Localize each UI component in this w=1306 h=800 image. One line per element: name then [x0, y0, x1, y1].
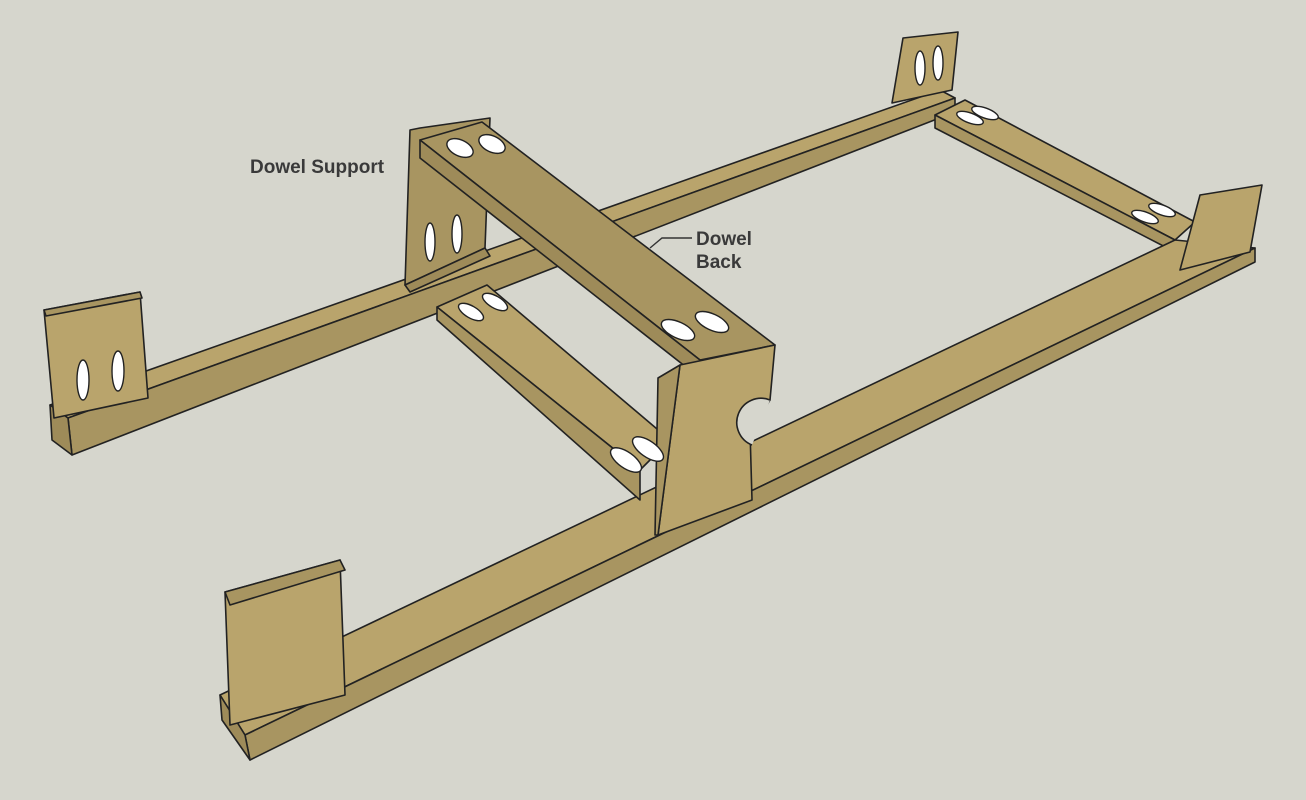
dowel-hole: [481, 292, 509, 312]
dowel-hole: [609, 447, 643, 473]
dowel-hole: [1131, 209, 1159, 225]
dowel-hole: [631, 436, 665, 462]
dowel-hole: [971, 105, 999, 121]
dowel-hole: [76, 359, 90, 401]
dowel-back-leader-line: [649, 237, 692, 249]
back-rail: [49, 89, 956, 456]
dowel-support-label: Dowel Support: [250, 157, 385, 178]
dowel-hole: [451, 214, 463, 254]
dowel-hole: [660, 318, 696, 342]
dowel-hole: [956, 110, 984, 126]
dowel-hole: [457, 302, 485, 322]
dowel-hole: [694, 310, 730, 334]
left-back-end-block: [43, 291, 149, 419]
dowel-back-label: Dowel Back: [696, 228, 752, 274]
dowel-hole: [1148, 202, 1176, 218]
left-front-end-block: [224, 559, 346, 726]
right-near-upright: [1179, 184, 1263, 271]
dowel-hole: [478, 133, 506, 155]
front-upright: [654, 344, 776, 536]
dowel-hole: [914, 50, 926, 86]
dowel-hole: [446, 137, 474, 159]
dowel-holes: [76, 45, 1176, 473]
dowel-hole: [932, 45, 944, 81]
dowel-back-label-line1: Dowel: [696, 229, 752, 250]
dowel-hole: [424, 222, 436, 262]
dowel-back-label-line2: Back: [696, 252, 742, 273]
dowel-hole: [111, 350, 125, 392]
